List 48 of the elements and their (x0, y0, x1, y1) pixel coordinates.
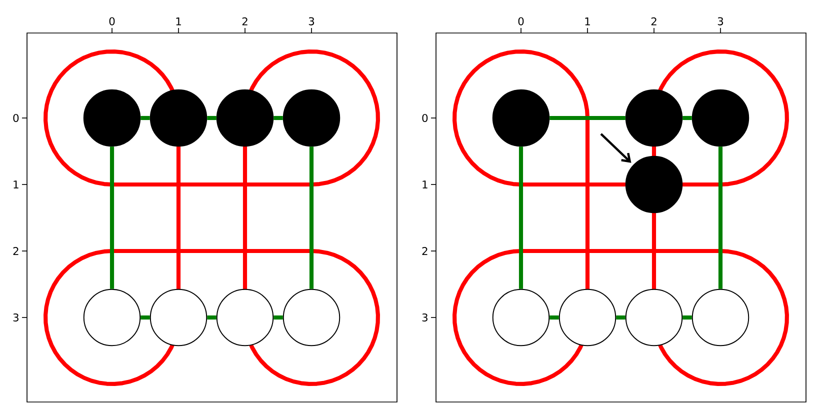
node-circle (216, 288, 274, 346)
pointer-arrow (600, 133, 632, 163)
connector-line (309, 146, 314, 289)
connector-line (140, 116, 150, 120)
node-circle (625, 89, 683, 147)
connector-line (274, 315, 283, 320)
node-circle (83, 288, 141, 346)
tick-label: 0 (13, 114, 19, 122)
connector-line (207, 116, 216, 120)
node-circle (625, 288, 683, 346)
tick-label: 1 (176, 18, 181, 26)
node-circle (492, 89, 550, 147)
connector-line (550, 116, 626, 120)
tick-label: 1 (422, 180, 428, 188)
tick-label: 1 (585, 18, 590, 26)
tick-label: 3 (13, 313, 18, 322)
connector-line (718, 146, 723, 289)
node-circle (282, 89, 340, 147)
node-circle (558, 288, 616, 346)
node-circle (216, 89, 274, 147)
tick-label: 1 (14, 180, 18, 188)
connector-line (518, 146, 524, 289)
tick-label: 0 (518, 17, 524, 26)
node-circle (282, 288, 340, 346)
node-circle (150, 89, 208, 147)
connector-line (616, 315, 626, 320)
node-circle (83, 89, 141, 147)
connector-line (140, 315, 150, 320)
tick-label: 3 (718, 17, 724, 26)
connector-line (550, 315, 559, 320)
tick-label: 0 (109, 17, 115, 26)
tick-label: 0 (422, 114, 428, 122)
tick-label: 2 (422, 247, 428, 255)
tick-label: 2 (242, 17, 248, 26)
tick-label: 3 (422, 313, 428, 322)
tick-label: 3 (308, 17, 314, 26)
node-circle (692, 89, 750, 147)
node-circle (150, 288, 208, 346)
connector-line (274, 116, 283, 120)
node-circle (692, 288, 750, 346)
node-circle (625, 156, 683, 214)
connector-line (207, 315, 216, 320)
connector-line (682, 116, 692, 120)
connector-line (110, 146, 114, 289)
connector-line (682, 315, 692, 320)
tick-label: 2 (13, 247, 18, 255)
node-circle (492, 288, 550, 346)
tick-label: 2 (651, 17, 656, 26)
